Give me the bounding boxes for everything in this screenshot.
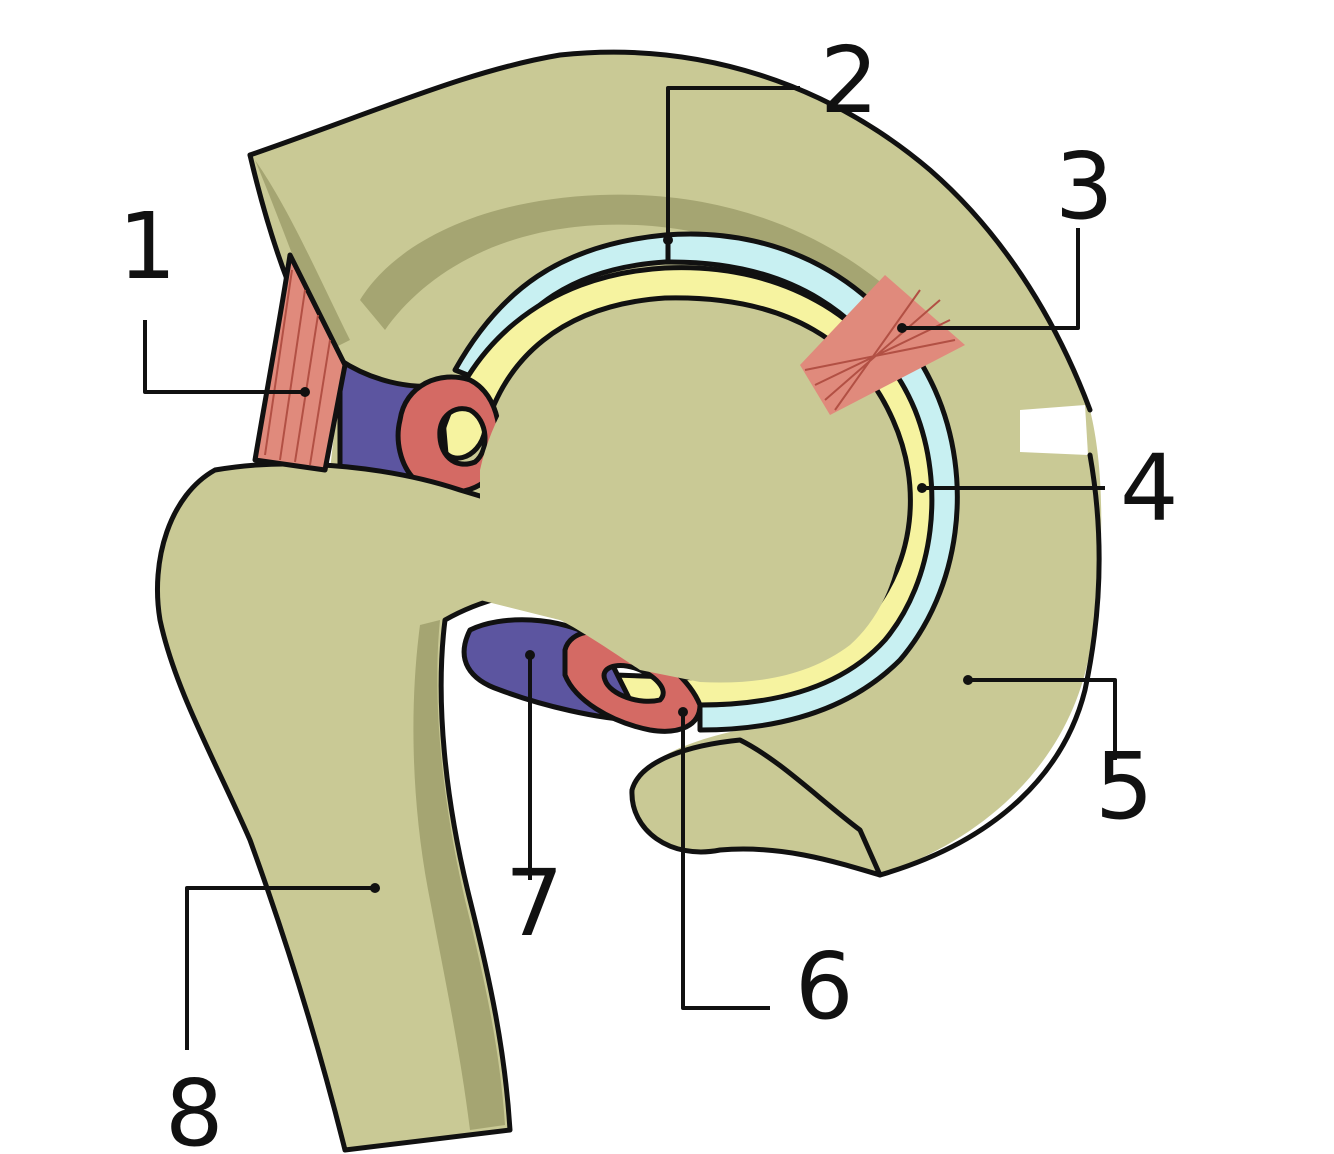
leader-dot-3	[897, 323, 907, 333]
leader-dot-8	[370, 883, 380, 893]
label-6: 6	[795, 933, 854, 1040]
label-8: 8	[165, 1060, 224, 1154]
leader-dot-6	[678, 707, 688, 717]
leader-dot-5	[963, 675, 973, 685]
leader-dot-1	[300, 387, 310, 397]
leader-dot-2	[663, 235, 673, 245]
label-5: 5	[1095, 733, 1154, 840]
label-7: 7	[505, 850, 564, 957]
label-1: 1	[118, 193, 177, 300]
label-3: 3	[1055, 133, 1114, 240]
label-4: 4	[1120, 435, 1179, 542]
label-2: 2	[820, 27, 879, 134]
leader-dot-7	[525, 650, 535, 660]
leader-dot-4	[917, 483, 927, 493]
